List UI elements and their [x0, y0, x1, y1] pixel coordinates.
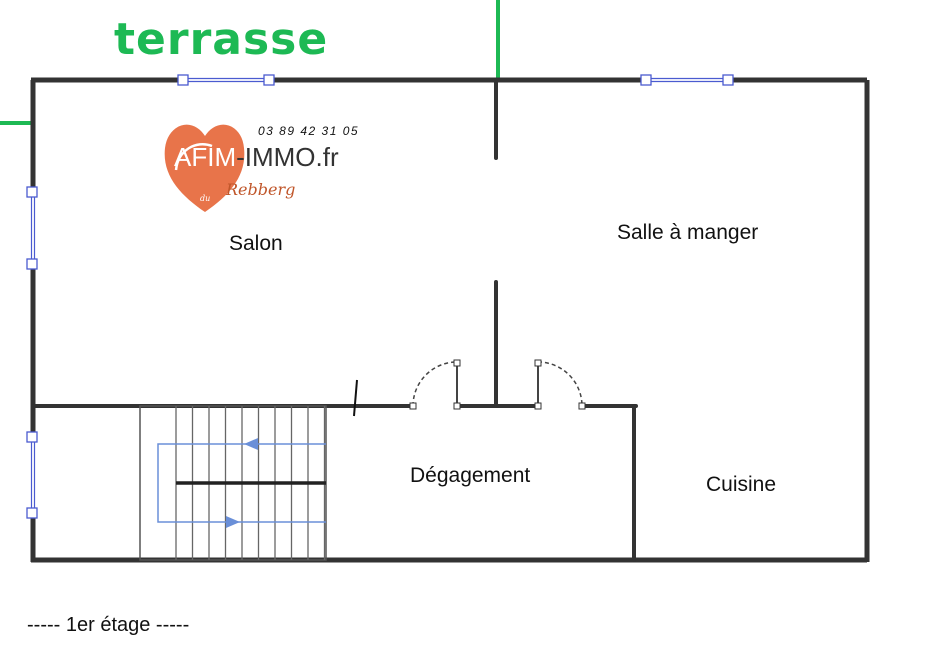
window-top-right [640, 74, 734, 86]
terrace-label: terrasse [114, 14, 329, 65]
agency-phone: 03 89 42 31 05 [258, 124, 360, 138]
window-left-lower [26, 431, 38, 519]
room-label-cuisine: Cuisine [706, 473, 777, 496]
door-left [409, 359, 461, 410]
window-left-upper [26, 186, 38, 270]
wall-mark [353, 379, 358, 417]
stair-arrow-up-icon [244, 438, 258, 450]
agency-tagline-prefix: du [200, 194, 211, 203]
staircase [139, 405, 327, 561]
room-label-salle-a-manger: Salle à manger [617, 221, 759, 244]
floor-level-label: ----- 1er étage ----- [27, 614, 190, 636]
door-right [534, 359, 586, 410]
stair-arrow-down-icon [226, 516, 240, 528]
room-label-degagement: Dégagement [410, 464, 531, 487]
room-label-salon: Salon [229, 232, 283, 255]
brand-part2: -IMMO.fr [236, 142, 339, 172]
brand-part1: AFIM [174, 142, 237, 172]
window-top-left [177, 74, 275, 86]
agency-brand: AFIM-IMMO.fr [174, 142, 339, 173]
afim-heart-logo-icon [164, 124, 245, 212]
agency-tagline: Rebberg [226, 180, 296, 199]
